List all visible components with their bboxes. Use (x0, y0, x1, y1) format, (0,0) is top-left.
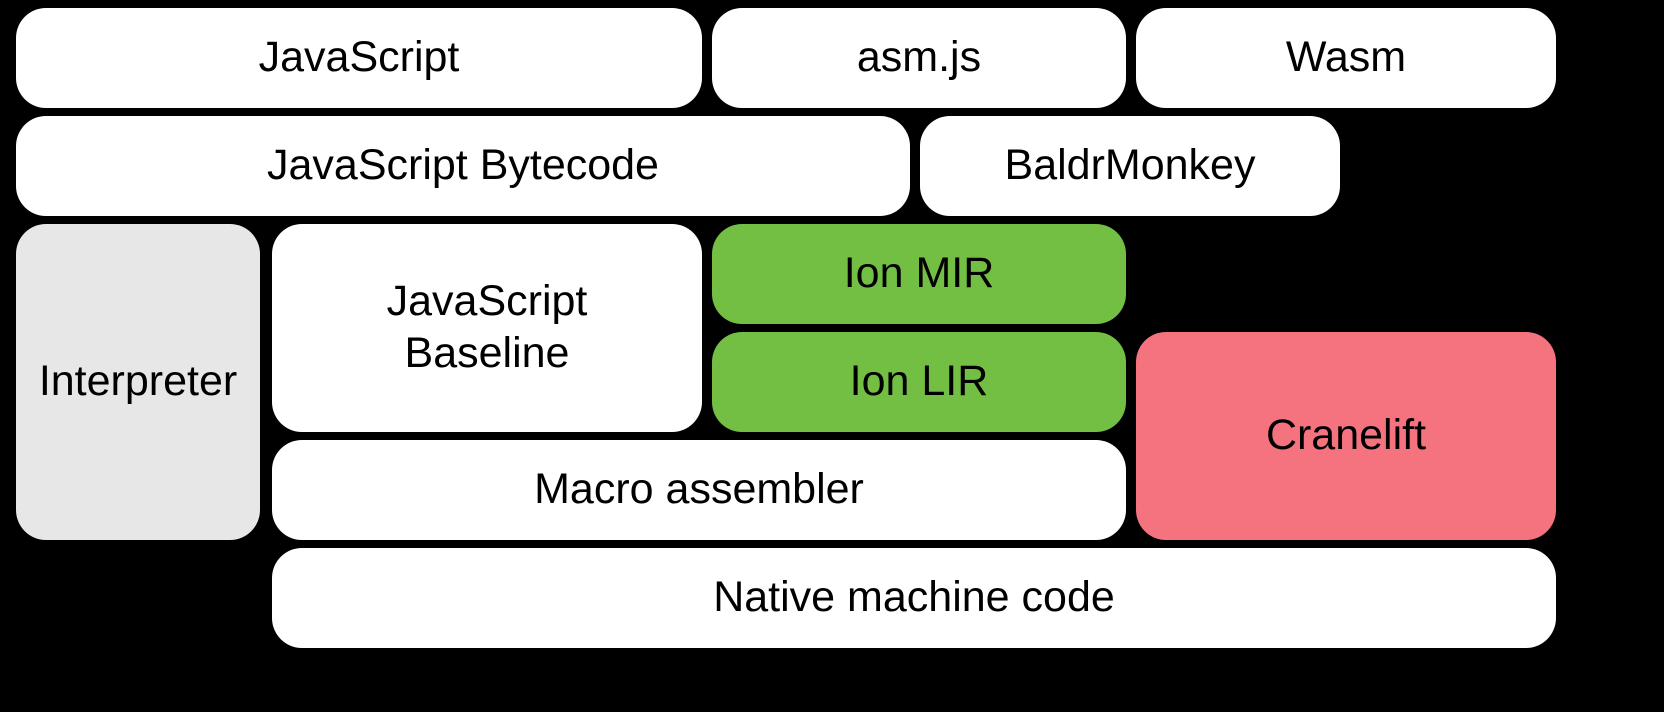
box-javascript-baseline: JavaScript Baseline (272, 224, 702, 432)
box-interpreter: Interpreter (16, 224, 260, 540)
box-ion-mir: Ion MIR (712, 224, 1126, 324)
box-asmjs: asm.js (712, 8, 1126, 108)
box-baldrmonkey: BaldrMonkey (920, 116, 1340, 216)
box-javascript-bytecode: JavaScript Bytecode (16, 116, 910, 216)
box-native-machine-code: Native machine code (272, 548, 1556, 648)
box-javascript: JavaScript (16, 8, 702, 108)
box-macro-assembler: Macro assembler (272, 440, 1126, 540)
box-ion-lir: Ion LIR (712, 332, 1126, 432)
box-cranelift: Cranelift (1136, 332, 1556, 540)
box-wasm: Wasm (1136, 8, 1556, 108)
